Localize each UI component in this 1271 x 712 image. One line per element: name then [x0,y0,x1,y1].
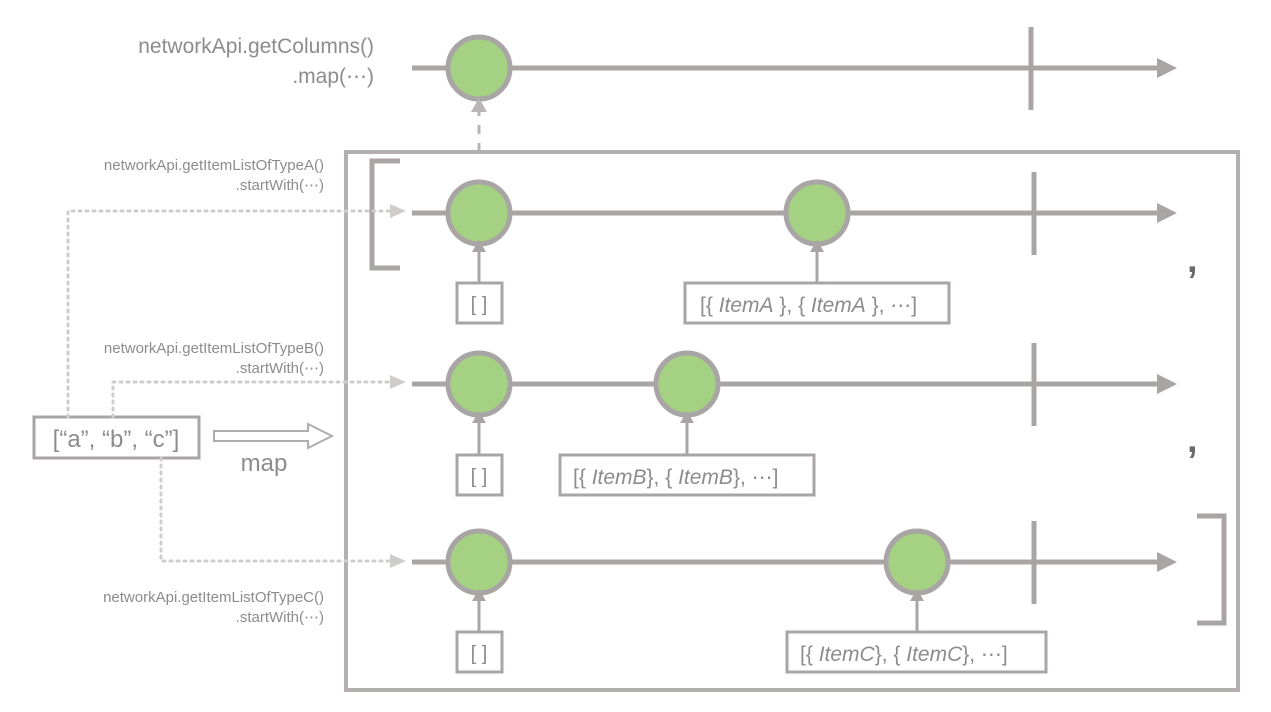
marble-columns-1[interactable] [445,34,513,102]
value-text-typeB-items-name2: ItemB [678,466,733,489]
map-operator: map [213,422,335,477]
marble-typeC-2[interactable] [883,528,951,596]
value-box-typeA-empty[interactable] [455,281,504,325]
marble-typeB-1[interactable] [445,350,513,418]
value-text-typeA-items-name2: ItemA [811,294,866,317]
stream-typeA: [ ] [{ ItemA }, { ItemA }, ⋯] networkApi… [104,157,1177,325]
value-text-typeB-items-suffix: }, ⋯] [733,466,779,489]
routing-link-c-arrow [390,554,406,568]
stream-typeB: [ ] [{ ItemB}, { ItemB}, ⋯] networkApi.g… [104,340,1177,497]
marble-typeA-2[interactable] [783,179,851,247]
array-separator-comma-2: , [1187,419,1198,461]
value-text-typeA-items-suffix: }, ⋯] [866,294,917,317]
value-text-typeB-items-name1: ItemB [592,466,647,489]
timeline-arrow-columns [1157,58,1177,78]
value-text-typeC-empty: [ ] [471,643,488,665]
routing-link-b-arrow [390,375,406,389]
value-text-typeB-items-mid: }, { [647,466,679,489]
value-box-typeC-items[interactable] [785,630,1048,674]
value-connector-arrow-typeC-2 [910,589,924,601]
marble-typeC-1[interactable] [445,528,513,596]
value-connector-arrow-typeB-1 [472,411,486,423]
value-text-typeA-items: [{ ItemA }, { ItemA }, ⋯] [700,294,917,317]
value-text-typeA-empty: [ ] [471,294,488,316]
value-text-typeC-items-name1: ItemC [819,643,876,666]
marble-typeA-1[interactable] [445,179,513,247]
value-text-typeB-empty: [ ] [471,466,488,488]
stream-label-typeA-line1: networkApi.getItemListOfTypeA() [104,157,324,174]
array-separator-comma-1: , [1187,239,1198,281]
value-box-typeB-items[interactable] [558,453,816,497]
value-text-typeC-items: [{ ItemC}, { ItemC}, ⋯] [800,643,1008,666]
routing-link-a-arrow [390,204,406,218]
value-connector-arrow-typeC-1 [472,589,486,601]
value-text-typeC-items-prefix: [{ [800,643,819,666]
value-text-typeA-items-name1: ItemA [719,294,774,317]
stream-label-typeB-line1: networkApi.getItemListOfTypeB() [104,340,324,357]
array-open-bracket-shape [369,158,400,271]
timeline-arrow-typeC [1157,552,1177,572]
combined-streams-container [344,150,1240,692]
value-text-typeB-items: [{ ItemB}, { ItemB}, ⋯] [573,466,778,489]
value-text-typeA-items-prefix: [{ [700,294,719,317]
routing-link-a [66,209,394,419]
combine-link [471,98,487,152]
stream-label-typeC-line2: .startWith(⋯) [236,609,324,626]
routing-link-c [159,456,394,563]
value-text-typeC-items-mid: }, { [875,643,907,666]
map-operator-arrow-icon [213,422,335,450]
value-box-typeB-empty[interactable] [455,453,504,497]
stream-label-columns-line2: .map(⋯) [292,65,374,88]
stream-label-typeA-line2: .startWith(⋯) [236,177,324,194]
dashed-connector-arrow [471,98,487,112]
routing-links [66,204,406,568]
timeline-arrow-typeA [1157,203,1177,223]
value-connector-arrow-typeA-2 [810,240,824,252]
value-text-typeA-items-mid: }, { [774,294,811,317]
marble-typeB-2[interactable] [653,350,721,418]
stream-label-typeC-line1: networkApi.getItemListOfTypeC() [103,589,324,606]
value-text-typeB-items-prefix: [{ [573,466,592,489]
value-box-typeC-empty[interactable] [455,630,504,674]
array-close-bracket-shape [1197,513,1227,626]
input-array-box[interactable] [32,415,201,460]
value-text-typeC-items-suffix: }, ⋯] [962,643,1008,666]
value-box-typeA-items[interactable] [683,281,951,325]
value-connector-arrow-typeB-2 [680,411,694,423]
stream-typeC: [ ] [{ ItemC}, { ItemC}, ⋯] networkApi.g… [103,521,1177,674]
value-connector-arrow-typeA-1 [472,240,486,252]
value-text-typeC-items-name2: ItemC [906,643,963,666]
timeline-arrow-typeB [1157,374,1177,394]
map-operator-label: map [241,450,288,477]
input-array-value: [“a”, “b”, “c”] [53,426,180,453]
routing-link-b [111,380,394,419]
stream-label-columns-line1: networkApi.getColumns() [138,35,374,58]
stream-label-typeB-line2: .startWith(⋯) [236,360,324,377]
stream-columns: networkApi.getColumns() .map(⋯) [138,27,1177,110]
